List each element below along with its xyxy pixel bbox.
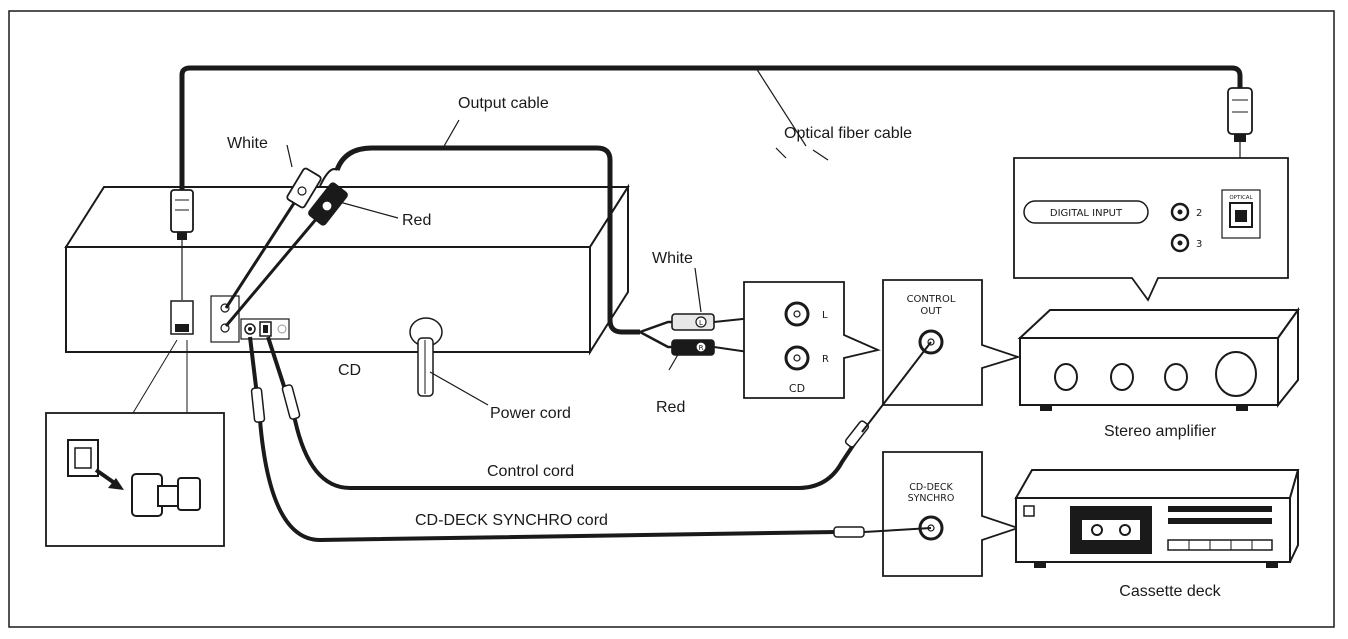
stereo-amplifier — [1017, 306, 1300, 411]
digital-jack-2-label: 2 — [1196, 208, 1202, 219]
digital-input-title: DIGITAL INPUT — [1050, 208, 1123, 219]
cd-input-right-label: R — [822, 354, 829, 365]
synchro-line2: SYNCHRO — [908, 493, 955, 504]
cd-deck-synchro-panel: CD-DECK SYNCHRO — [882, 451, 1021, 577]
label-stereo-amplifier: Stereo amplifier — [1104, 423, 1217, 440]
cd-deck-synchro-cord — [248, 336, 932, 543]
optical-fiber-cable — [170, 65, 1253, 300]
label-white-top: White — [227, 135, 268, 152]
plug-white-mark: L — [699, 319, 703, 327]
label-power-cord: Power cord — [490, 405, 571, 422]
diagram-frame — [8, 10, 1335, 628]
label-red-mid: Red — [656, 399, 685, 416]
cd-input-panel: L R CD — [743, 281, 881, 399]
label-cd-deck-synchro-cord: CD-DECK SYNCHRO cord — [415, 512, 608, 529]
control-out-line2: OUT — [920, 306, 942, 317]
cd-input-left-label: L — [822, 310, 828, 321]
cd-input-name: CD — [789, 382, 805, 395]
digital-jack-3-label: 3 — [1196, 239, 1202, 250]
digital-input-panel: DIGITAL INPUT OPTICAL 2 3 — [1013, 157, 1289, 302]
label-optical-fiber-cable: Optical fiber cable — [784, 125, 912, 142]
cd-player — [64, 183, 630, 397]
label-white-mid: White — [652, 250, 693, 267]
label-cassette-deck: Cassette deck — [1119, 583, 1221, 600]
output-cable: L R — [224, 144, 791, 359]
optical-jack-label: OPTICAL — [1229, 195, 1253, 201]
control-cord — [266, 336, 932, 490]
label-cd: CD — [338, 362, 361, 379]
cassette-deck — [1014, 469, 1300, 568]
leader-lines — [429, 67, 829, 406]
plug-red-mark: R — [699, 344, 704, 352]
control-out-line1: CONTROL — [907, 294, 956, 305]
control-out-panel: CONTROL OUT — [882, 279, 1021, 406]
synchro-line1: CD-DECK — [909, 482, 953, 493]
label-red-top: Red — [402, 212, 431, 229]
optical-cap-inset — [45, 339, 225, 547]
label-control-cord: Control cord — [487, 463, 574, 480]
label-output-cable: Output cable — [458, 95, 549, 112]
